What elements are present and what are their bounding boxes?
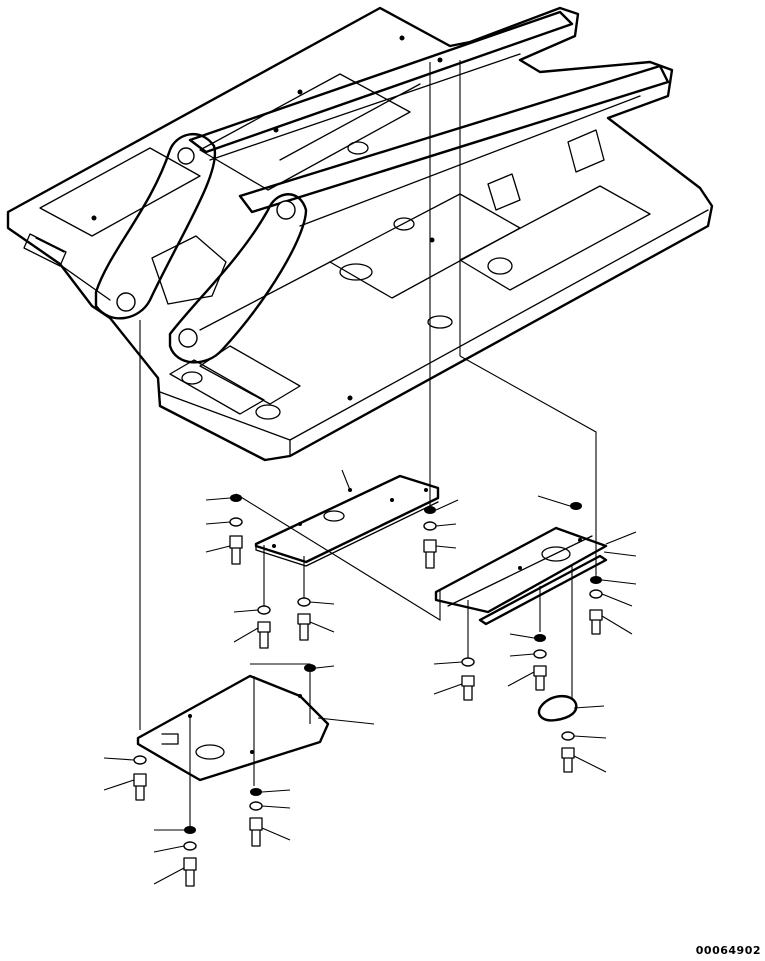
- drawing-number: 00064902: [695, 944, 761, 957]
- revolving-frame: [6, 6, 714, 462]
- cover-plate-right: [434, 526, 608, 626]
- round-cover: [537, 695, 578, 722]
- cover-plate-lower: [136, 674, 330, 782]
- callout-leaders: [103, 469, 637, 885]
- fasteners: [133, 494, 603, 887]
- cover-plate-upper: [254, 474, 440, 567]
